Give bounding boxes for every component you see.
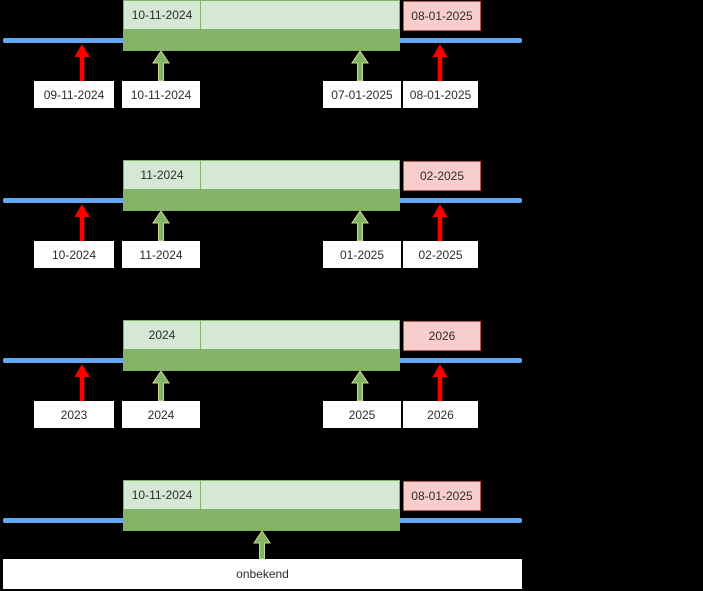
red-up-arrow-icon [432, 204, 448, 241]
unknown-label-box: onbekend [3, 559, 522, 589]
tick-label: 09-11-2024 [43, 87, 105, 102]
period-bar [123, 510, 400, 531]
tick-label: 07-01-2025 [331, 87, 393, 102]
period-start-box: 2024 [123, 320, 201, 350]
timeline-row-exact-dates: 10-11-2024 08-01-2025 09-11-2024 10-11-2… [0, 0, 703, 160]
tick-label-box: 2024 [122, 401, 200, 428]
timeline-row-unknown: 10-11-2024 08-01-2025 onbekend [0, 480, 703, 591]
period-bar [123, 350, 400, 371]
period-start-label: 2024 [148, 328, 176, 342]
tick-label-box: 09-11-2024 [34, 81, 114, 108]
green-up-arrow-icon [253, 530, 271, 560]
period-start-box: 11-2024 [123, 160, 201, 190]
tick-label-box: 10-2024 [34, 241, 114, 268]
period-bar [123, 190, 400, 211]
tick-label: 01-2025 [339, 247, 385, 262]
green-up-arrow-icon [152, 370, 170, 402]
period-start-box: 10-11-2024 [123, 0, 201, 30]
tick-label-box: 10-11-2024 [122, 81, 200, 108]
tick-label: 11-2024 [139, 247, 183, 262]
period-end-box: 2026 [403, 321, 481, 351]
period-start-label: 11-2024 [140, 168, 184, 182]
green-up-arrow-icon [351, 50, 369, 82]
red-up-arrow-icon [432, 44, 448, 81]
period-end-box: 08-01-2025 [403, 1, 481, 31]
tick-label: 2026 [427, 407, 454, 422]
period-extension-box [200, 0, 400, 30]
period-extension-box [200, 320, 400, 350]
timeline-row-years: 2024 2026 2023 2024 2025 2026 [0, 320, 703, 480]
period-end-label: 2026 [428, 329, 456, 343]
tick-label: 10-11-2024 [130, 87, 192, 102]
green-up-arrow-icon [351, 210, 369, 242]
green-up-arrow-icon [351, 370, 369, 402]
tick-label: 2023 [60, 407, 88, 422]
tick-label-box: 01-2025 [323, 241, 401, 268]
green-up-arrow-icon [152, 50, 170, 82]
period-start-label: 10-11-2024 [131, 488, 193, 502]
tick-label-box: 11-2024 [122, 241, 200, 268]
red-up-arrow-icon [74, 204, 90, 241]
tick-label-box: 08-01-2025 [403, 81, 478, 108]
period-start-box: 10-11-2024 [123, 480, 201, 510]
red-up-arrow-icon [74, 44, 90, 81]
period-end-label: 08-01-2025 [411, 489, 473, 503]
period-start-label: 10-11-2024 [131, 8, 193, 22]
timeline-row-months: 11-2024 02-2025 10-2024 11-2024 01-2025 … [0, 160, 703, 320]
period-end-box: 08-01-2025 [403, 481, 481, 511]
period-bar [123, 30, 400, 51]
tick-label-box: 07-01-2025 [323, 81, 401, 108]
tick-label-box: 2026 [403, 401, 478, 428]
tick-label: 02-2025 [418, 247, 463, 262]
period-end-label: 08-01-2025 [411, 9, 473, 23]
tick-label: 2024 [147, 407, 175, 422]
period-end-box: 02-2025 [403, 161, 481, 191]
unknown-label: onbekend [236, 567, 289, 581]
period-extension-box [200, 480, 400, 510]
tick-label-box: 2023 [34, 401, 114, 428]
green-up-arrow-icon [152, 210, 170, 242]
period-end-label: 02-2025 [419, 169, 465, 183]
red-up-arrow-icon [74, 364, 90, 401]
tick-label-box: 2025 [323, 401, 401, 428]
tick-label-box: 02-2025 [403, 241, 478, 268]
period-extension-box [200, 160, 400, 190]
tick-label: 10-2024 [51, 247, 97, 262]
tick-label: 2025 [348, 407, 376, 422]
red-up-arrow-icon [432, 364, 448, 401]
tick-label: 08-01-2025 [409, 87, 472, 102]
